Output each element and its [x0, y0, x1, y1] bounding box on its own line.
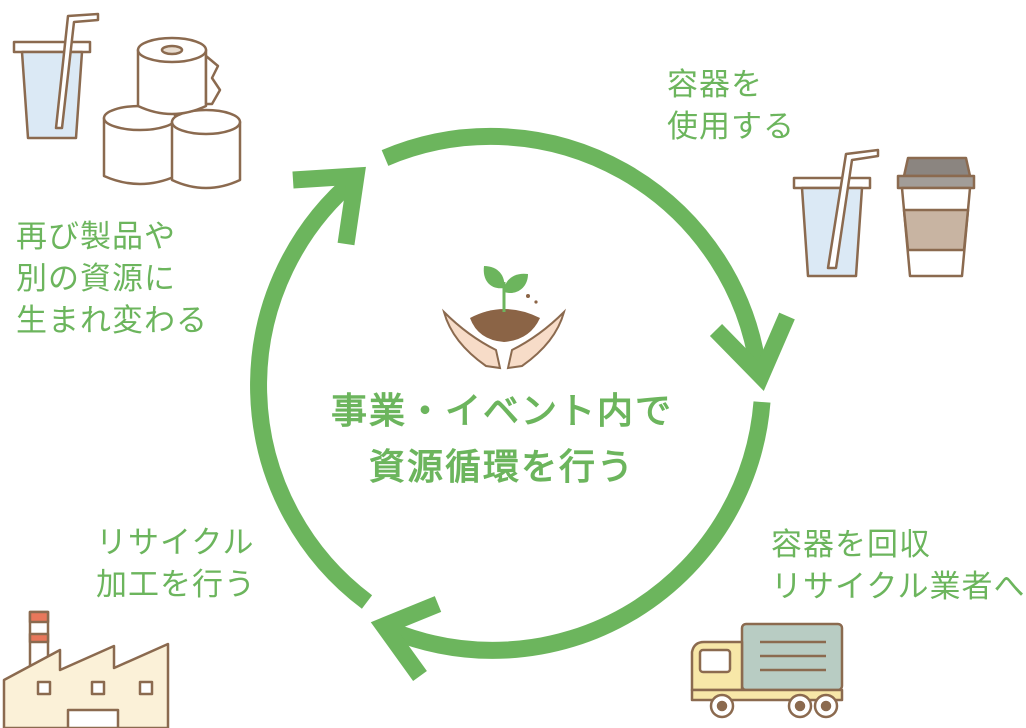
arrow-left: [250, 166, 373, 609]
step-label-line: 加工を行う: [96, 567, 256, 603]
cup-and-toilet-paper-icon: [12, 12, 242, 190]
cup-icon: [12, 12, 100, 140]
coffee-cup-icon: [896, 156, 976, 278]
arrow-bottom: [370, 401, 771, 681]
step-label-line: 容器を回収: [771, 527, 931, 563]
cycle-arrows: [250, 127, 795, 681]
center-title: 事業・イベント内で 資源循環を行う: [292, 384, 712, 496]
factory-icon: [2, 610, 170, 728]
center-title-line2: 資源循環を行う: [368, 447, 635, 488]
step-label-use-containers: 容器を 使用する: [667, 64, 795, 148]
step-label-line: リサイクル: [96, 525, 255, 561]
step-label-line: 容器を: [667, 67, 763, 103]
center-title-line1: 事業・イベント内で: [330, 391, 673, 432]
step-label-reborn: 再び製品や 別の資源に 生まれ変わる: [16, 216, 208, 342]
toilet-paper-icon: [102, 36, 242, 190]
step-label-line: 使用する: [667, 109, 795, 145]
step-label-line: リサイクル業者へ: [771, 569, 1026, 605]
step-label-line: 生まれ変わる: [16, 303, 208, 339]
truck-icon: [690, 622, 844, 719]
step-label-collect-containers: 容器を回収 リサイクル業者へ: [771, 524, 1025, 608]
step-label-line: 再び製品や: [16, 219, 176, 255]
plastic-cup-icon: [792, 148, 880, 278]
step-label-line: 別の資源に: [16, 261, 176, 297]
seedling-in-hands-icon: [442, 266, 566, 370]
step-label-recycling-process: リサイクル 加工を行う: [96, 522, 256, 606]
arrow-top-right: [381, 127, 795, 391]
cups-icon: [792, 148, 976, 278]
